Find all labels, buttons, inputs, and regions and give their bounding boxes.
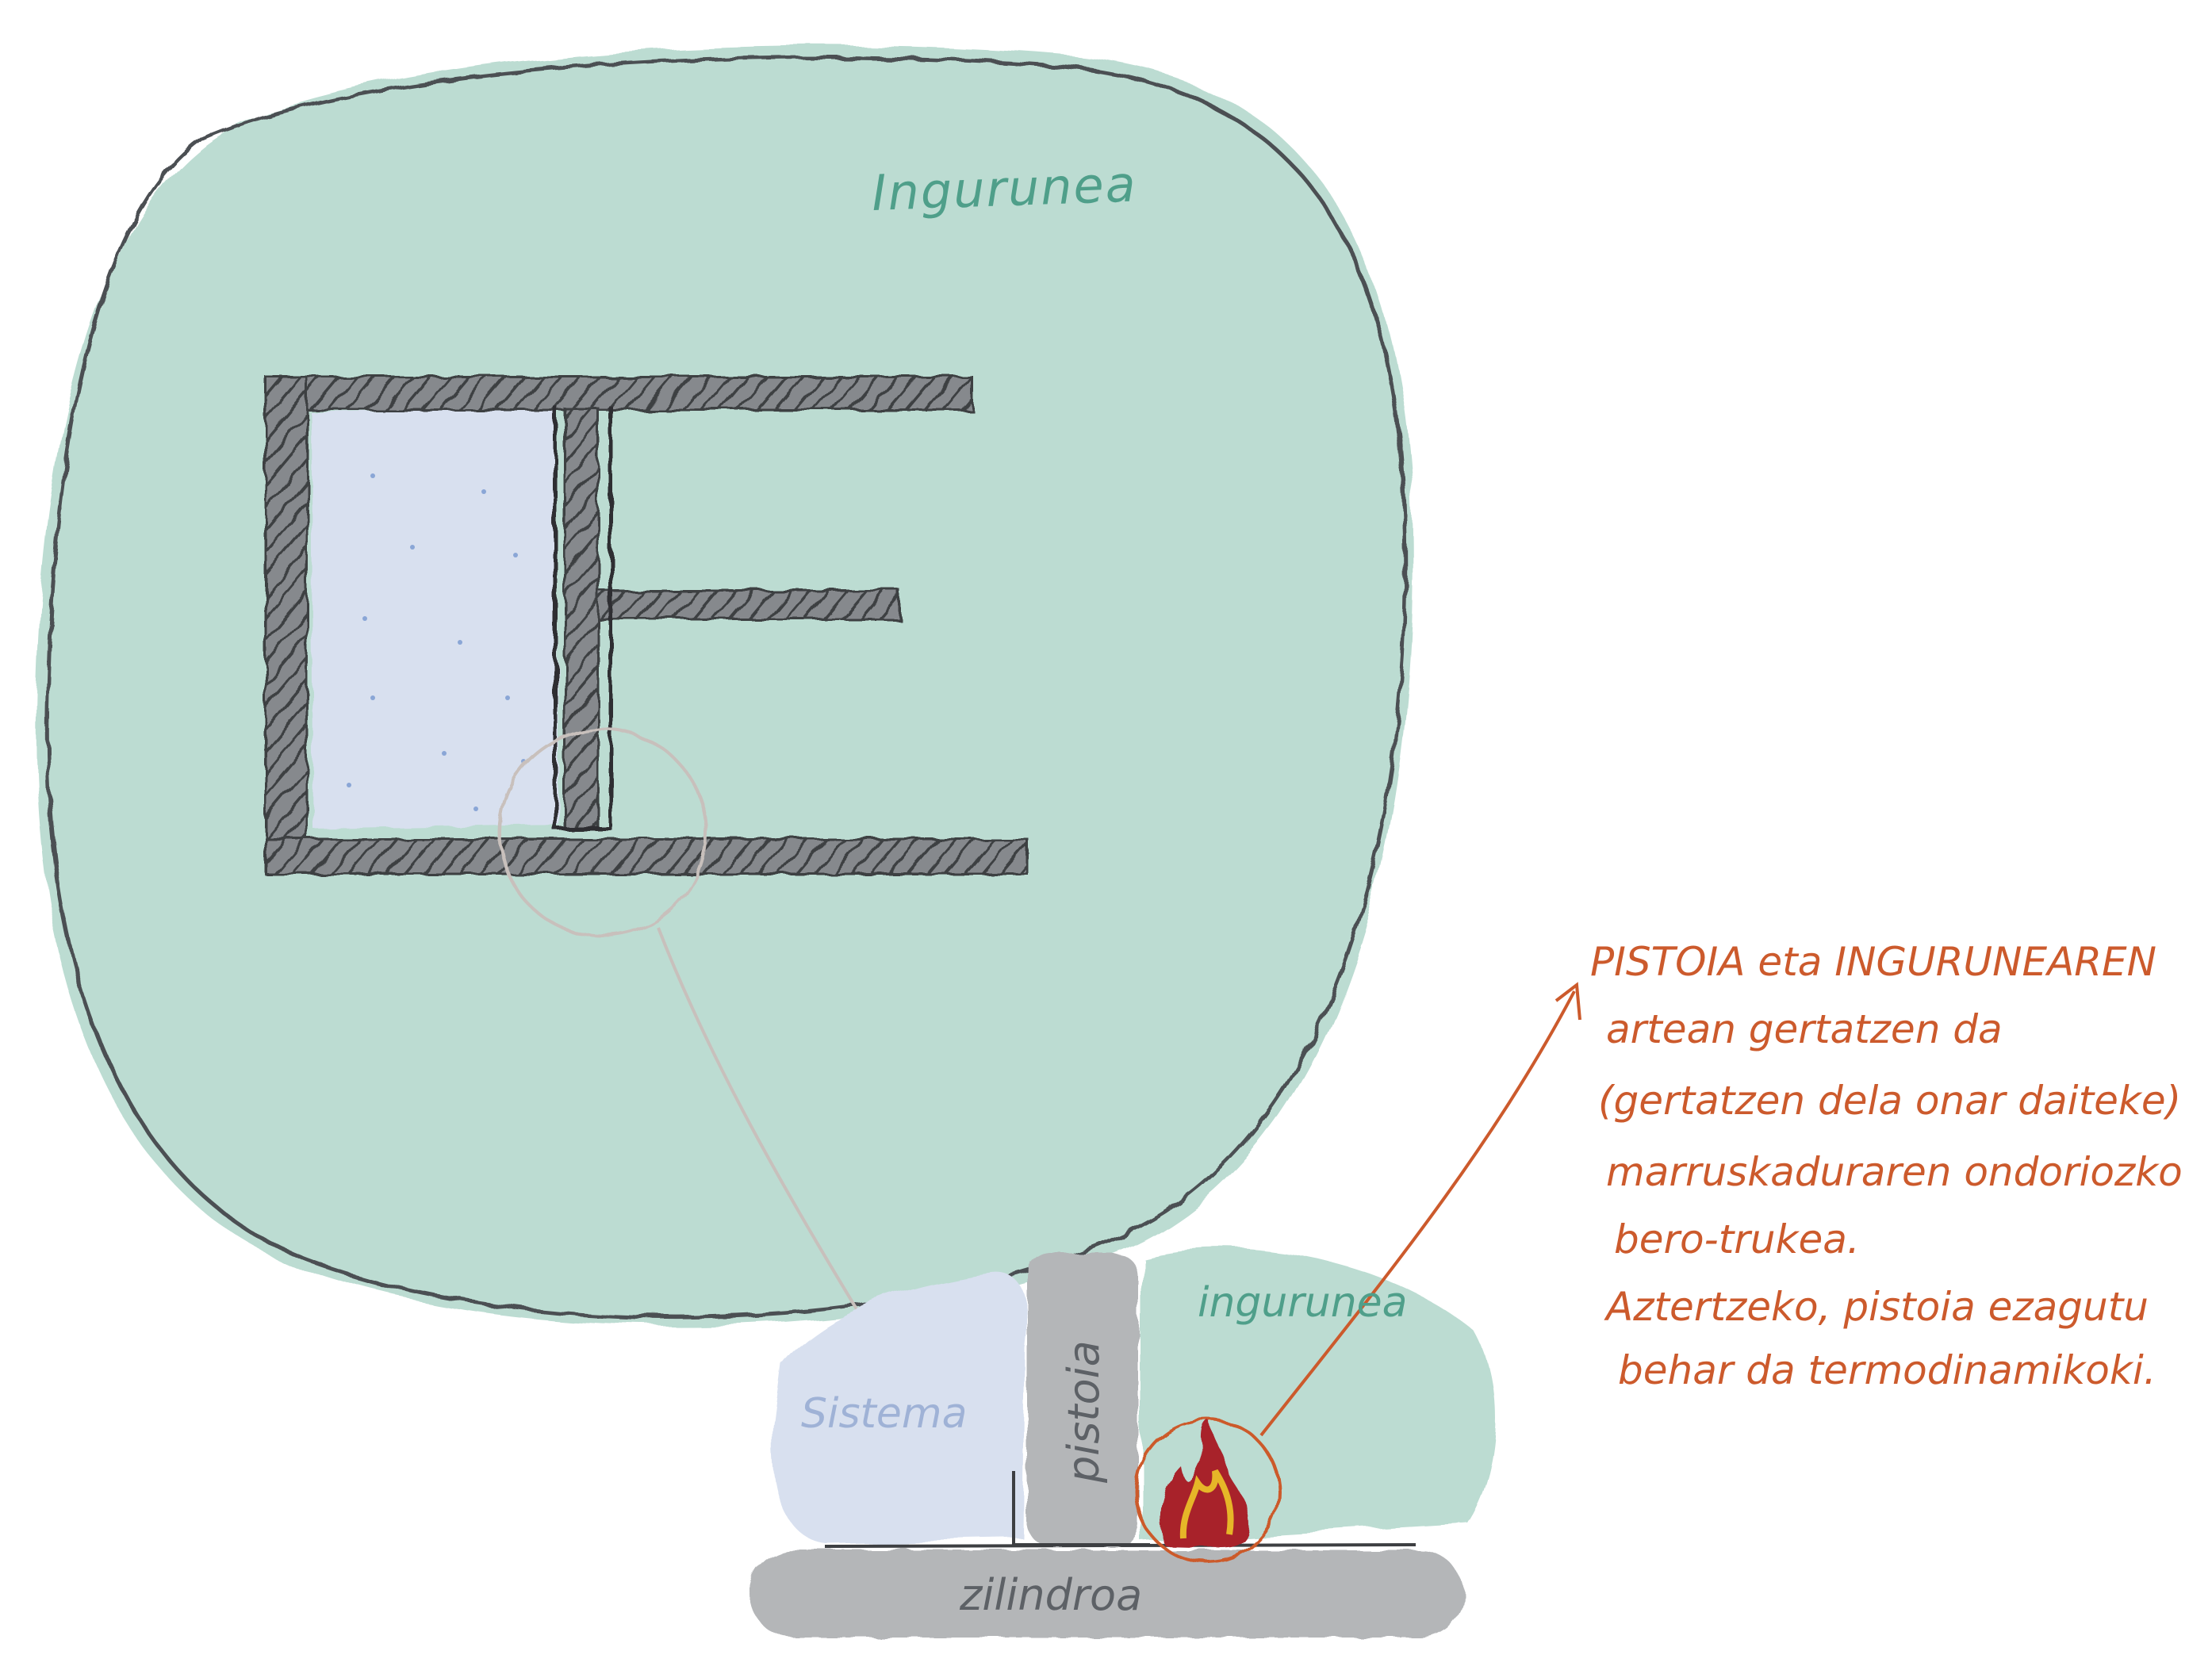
note: PISTOIA eta INGURUNEAREN artean gertatze… xyxy=(1590,939,2183,1393)
system-gas xyxy=(311,408,559,829)
cylinder-bottom-wall xyxy=(266,839,1027,874)
cylinder-top-wall xyxy=(266,377,972,410)
note-line-5: bero-trukea. xyxy=(1614,1216,1860,1262)
cylinder-left-wall xyxy=(266,377,307,872)
piston-rod xyxy=(598,591,899,619)
piston-label: pistoia xyxy=(1059,1340,1109,1484)
note-line-3: (gertatzen dela onar daiteke) xyxy=(1598,1078,2181,1124)
piston-head xyxy=(565,408,598,829)
note-line-2: artean gertatzen da xyxy=(1606,1006,2003,1052)
environment-label: Ingurunea xyxy=(871,155,1138,222)
note-line-7: behar da termodinamikoki. xyxy=(1618,1347,2156,1393)
note-line-1: PISTOIA eta INGURUNEAREN xyxy=(1590,939,2156,985)
cylinder-label: zilindroa xyxy=(959,1570,1142,1620)
zoom-environment-label: ingurunea xyxy=(1198,1279,1408,1327)
environment-blob xyxy=(36,45,1413,1325)
note-line-6: Aztertzeko, pistoia ezagutu xyxy=(1604,1284,2149,1330)
note-line-4: marruskaduraren ondoriozko xyxy=(1606,1149,2183,1195)
system-label: Sistema xyxy=(801,1390,967,1438)
